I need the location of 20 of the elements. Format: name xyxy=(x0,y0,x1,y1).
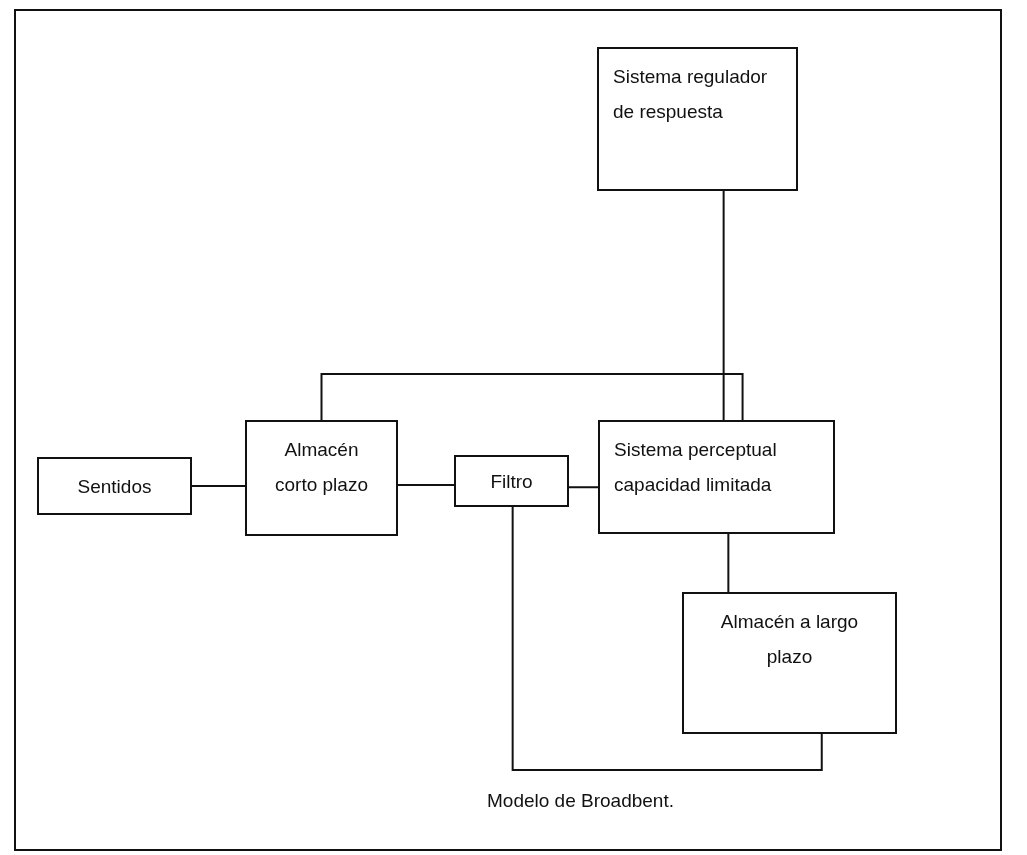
box-label: Sistema regulador de respuesta xyxy=(613,65,769,124)
connector-line xyxy=(511,506,823,771)
process-box xyxy=(598,420,835,534)
box-label: Sentidos xyxy=(77,474,152,499)
process-box xyxy=(37,457,192,515)
process-box xyxy=(682,592,897,734)
connector-line xyxy=(320,373,744,421)
connector-line xyxy=(191,485,246,487)
connector-line xyxy=(568,486,599,489)
process-box xyxy=(454,455,569,507)
connector-line xyxy=(727,533,730,593)
box-label: Sistema perceptual capacidad limitada xyxy=(614,438,778,497)
connector-line xyxy=(397,483,455,486)
process-box xyxy=(245,420,398,536)
connector-line xyxy=(722,190,725,421)
box-label: Filtro xyxy=(490,469,533,494)
caption: Modelo de Broadbent. xyxy=(487,790,674,812)
box-label: Almacén a largo plazo xyxy=(719,610,860,669)
box-label: Almacén corto plazo xyxy=(274,438,369,497)
process-box xyxy=(597,47,798,191)
